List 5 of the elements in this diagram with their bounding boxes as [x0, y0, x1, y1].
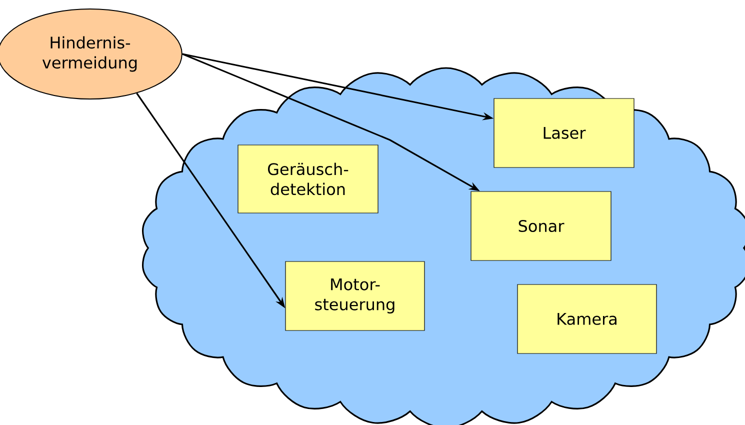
- module-box: Geräusch- detektion: [238, 144, 378, 214]
- module-box: Motor- steuerung: [285, 261, 425, 331]
- module-box: Sonar: [470, 191, 612, 261]
- module-box: Laser: [494, 98, 634, 168]
- module-box: Kamera: [517, 284, 657, 354]
